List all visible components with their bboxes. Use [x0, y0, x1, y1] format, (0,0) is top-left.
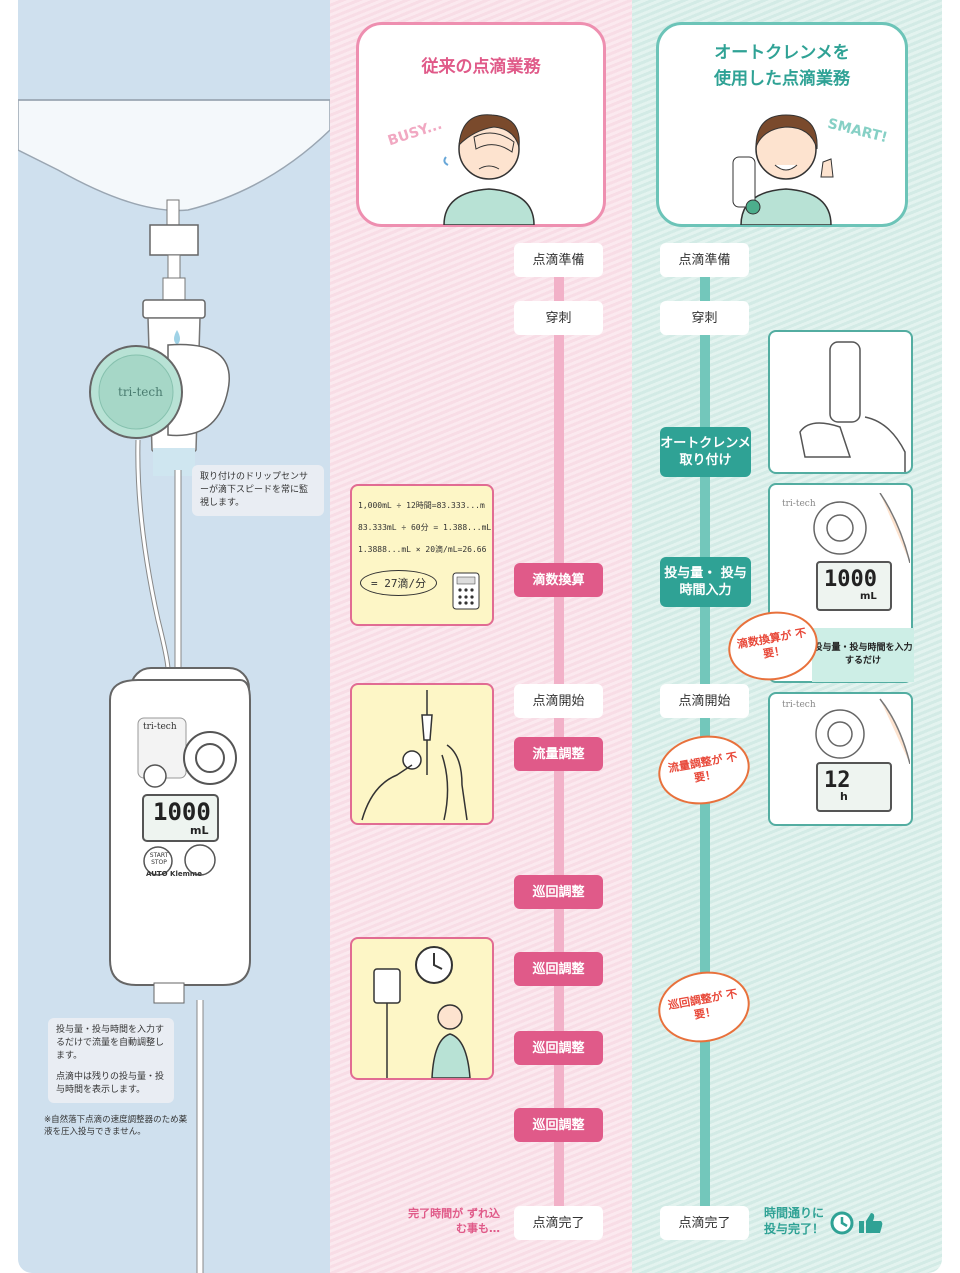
dial-icon: [813, 493, 910, 563]
input-note: 投与量・投与時間を入力するだけで流量を自動調整します。 点滴中は残りの投与量・投…: [48, 1018, 174, 1103]
trad-step-start: 点滴開始: [514, 684, 603, 718]
round-check-photo: [350, 937, 494, 1080]
input-photo-screen: [816, 561, 892, 611]
calculator-icon: [452, 572, 480, 610]
hands-adjusting-illustration: [361, 690, 468, 821]
calculation-panel: 1,000mL ÷ 12時間=83.333...m 83.333mL ÷ 60分…: [350, 484, 494, 626]
time-photo-brand: tri-tech: [782, 700, 816, 710]
device-panel: tri-tech tri-tech 1000 mL START STOP AUT…: [18, 0, 330, 1273]
traditional-title: 従来の点滴業務: [421, 57, 541, 77]
dial-icon: [815, 698, 910, 764]
input-only-banner: 投与量・投与時間を入力するだけ: [812, 628, 914, 682]
on-time-note: 時間通りに 投与完了！: [764, 1206, 825, 1236]
auto-step-prep: 点滴準備: [660, 243, 749, 277]
display2-value: 12: [824, 768, 851, 793]
smart-nurse-illustration: [732, 114, 834, 225]
calc-line-1: 1,000mL ÷ 12時間=83.333...m: [358, 501, 485, 510]
trad-step-done: 点滴完了: [514, 1206, 603, 1240]
no-round-bubble: 巡回調整が 不要！: [652, 964, 756, 1050]
svg-text:tri-tech: tri-tech: [118, 385, 163, 399]
input-photo-brand: tri-tech: [782, 499, 816, 509]
calc-result: = 27滴/分: [360, 570, 438, 596]
autoklemme-title-1: オートクレンメを: [714, 43, 850, 63]
device-illustration: tri-tech: [18, 99, 330, 1273]
trad-step-round-1: 巡回調整: [514, 875, 603, 909]
trad-step-puncture: 穿刺: [514, 301, 603, 335]
traditional-column: 従来の点滴業務 BUSY... 点滴準備 穿刺 1,000mL ÷ 12時間=8…: [330, 0, 632, 1273]
time-display-photo: tri-tech 12 h: [768, 692, 913, 826]
attaching-device-illustration: [799, 341, 906, 472]
trad-step-round-3: 巡回調整: [514, 1031, 603, 1065]
display1-unit: mL: [860, 591, 877, 602]
no-flow-bubble: 流量調整が 不要！: [652, 728, 756, 812]
autoklemme-title-2: 使用した点滴業務: [714, 69, 850, 89]
late-completion-note: 完了時間が ずれ込む事も…: [408, 1207, 500, 1235]
device-display-unit: mL: [190, 824, 209, 837]
traditional-header-card: 従来の点滴業務 BUSY...: [356, 22, 606, 227]
auto-klemme-label: AUTO Klemme: [146, 870, 202, 878]
sensor-note: 取り付けのドリップセンサーが滴下スピードを常に監視します。: [192, 465, 324, 516]
clock-icon: [830, 1211, 883, 1235]
trad-step-convert: 滴数換算: [514, 563, 603, 597]
auto-step-puncture: 穿刺: [660, 301, 749, 335]
start-stop-button[interactable]: START STOP: [149, 852, 169, 866]
device-display-value: 1000: [153, 798, 211, 826]
trad-step-flow: 流量調整: [514, 737, 603, 771]
flow-adjust-photo: [350, 683, 494, 825]
autoklemme-column: オートクレンメを 使用した点滴業務 SMART! 点滴準備 穿刺 オートクレンメ…: [632, 0, 942, 1273]
calc-line-3: 1.3888...mL × 20滴/mL=26.66: [358, 545, 487, 554]
auto-step-input: 投与量・ 投与時間入力: [660, 557, 751, 607]
trad-step-prep: 点滴準備: [514, 243, 603, 277]
auto-step-attach: オートクレンメ 取り付け: [660, 427, 751, 477]
time-photo-screen: [816, 762, 892, 812]
display2-unit: h: [840, 790, 848, 803]
calc-line-2: 83.333mL ÷ 60分 = 1.388...mL: [358, 523, 492, 532]
trad-step-round-2: 巡回調整: [514, 952, 603, 986]
autoklemme-header-card: オートクレンメを 使用した点滴業務 SMART!: [656, 22, 908, 227]
trad-step-round-4: 巡回調整: [514, 1108, 603, 1142]
busy-nurse-illustration: [443, 114, 535, 225]
nurse-checking-clock-illustration: [373, 946, 471, 1079]
auto-step-start: 点滴開始: [660, 684, 749, 718]
footnote: ※自然落下点滴の速度調整器のため薬液を圧入投与できません。: [44, 1115, 188, 1137]
thumbs-up-icon: [859, 1213, 883, 1233]
auto-step-done: 点滴完了: [660, 1206, 749, 1240]
device-brand: tri-tech: [143, 722, 177, 732]
attach-photo: [768, 330, 913, 474]
display1-value: 1000: [824, 567, 877, 592]
